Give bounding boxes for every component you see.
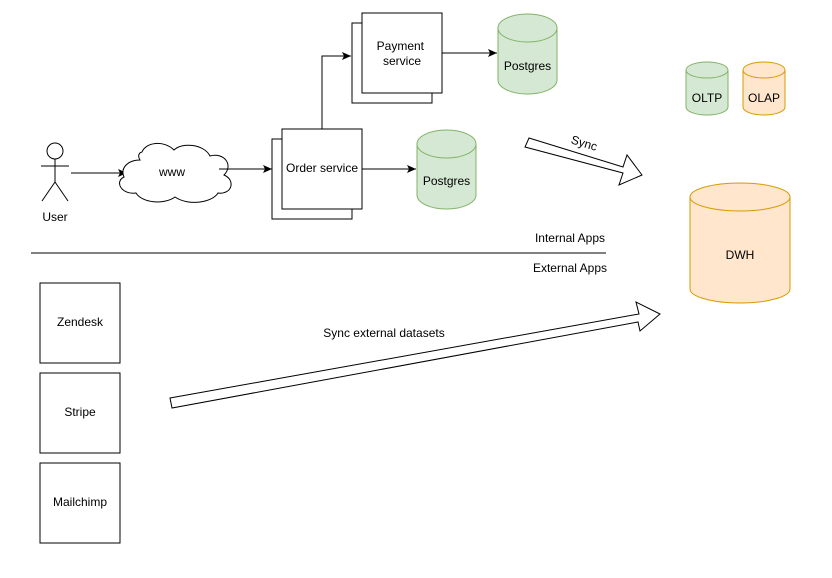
postgres-payment-label: Postgres (504, 59, 551, 73)
oltp-legend: OLTP (685, 61, 729, 116)
zendesk-label: Zendesk (57, 315, 104, 329)
olap-legend: OLAP (742, 61, 786, 116)
sync-external-arrow: Sync external datasets (169, 301, 661, 409)
user-leg-left (41, 181, 56, 202)
cloud-shape (119, 143, 232, 203)
olap-top (742, 61, 786, 79)
postgres-order-body (416, 144, 477, 210)
www-label: www (158, 165, 185, 179)
dwh-label: DWH (726, 248, 755, 262)
payment-service-label: Payment service (377, 39, 428, 68)
postgres-payment-db: Postgres (497, 13, 558, 95)
postgres-payment-top (497, 13, 558, 43)
order-service-front (281, 128, 363, 210)
stripe-node: Stripe (39, 372, 121, 454)
user-label: User (42, 210, 67, 224)
mailchimp-box (39, 462, 121, 544)
sync-arrow-shape (524, 137, 643, 186)
payment-service-front (361, 12, 443, 94)
oltp-body (685, 70, 729, 116)
user-leg-right (54, 181, 69, 202)
order-service-node: Order service (271, 128, 363, 220)
payment-service-line2: service (383, 54, 421, 68)
stripe-label: Stripe (64, 405, 96, 419)
olap-label: OLAP (748, 91, 780, 105)
postgres-order-top (416, 129, 477, 159)
oltp-label: OLTP (692, 91, 722, 105)
user-head (46, 142, 64, 160)
zendesk-box (39, 282, 121, 364)
olap-body (742, 70, 786, 116)
mailchimp-label: Mailchimp (53, 495, 107, 509)
postgres-payment-body (497, 28, 558, 95)
postgres-order-db: Postgres (416, 129, 477, 210)
internal-apps-label: Internal Apps (535, 231, 605, 245)
sync-external-label: Sync external datasets (323, 326, 444, 340)
postgres-order-label: Postgres (423, 174, 470, 188)
zendesk-node: Zendesk (39, 282, 121, 364)
oltp-top (685, 61, 729, 79)
mailchimp-node: Mailchimp (39, 462, 121, 544)
dwh-top (689, 182, 791, 212)
dwh-body (689, 197, 791, 304)
edge-order-payment (321, 52, 351, 129)
sync-label: Sync (569, 133, 599, 154)
order-service-label: Order service (286, 161, 358, 175)
sync-arrow: Sync (524, 133, 643, 186)
www-cloud: www (119, 143, 232, 203)
sync-external-arrow-shape (169, 301, 661, 409)
payment-service-line1: Payment (377, 39, 425, 53)
external-apps-label: External Apps (533, 261, 607, 275)
dwh-db: DWH (689, 182, 791, 304)
payment-service-node: Payment service (351, 12, 443, 104)
stripe-box (39, 372, 121, 454)
user-actor: User (41, 142, 69, 224)
